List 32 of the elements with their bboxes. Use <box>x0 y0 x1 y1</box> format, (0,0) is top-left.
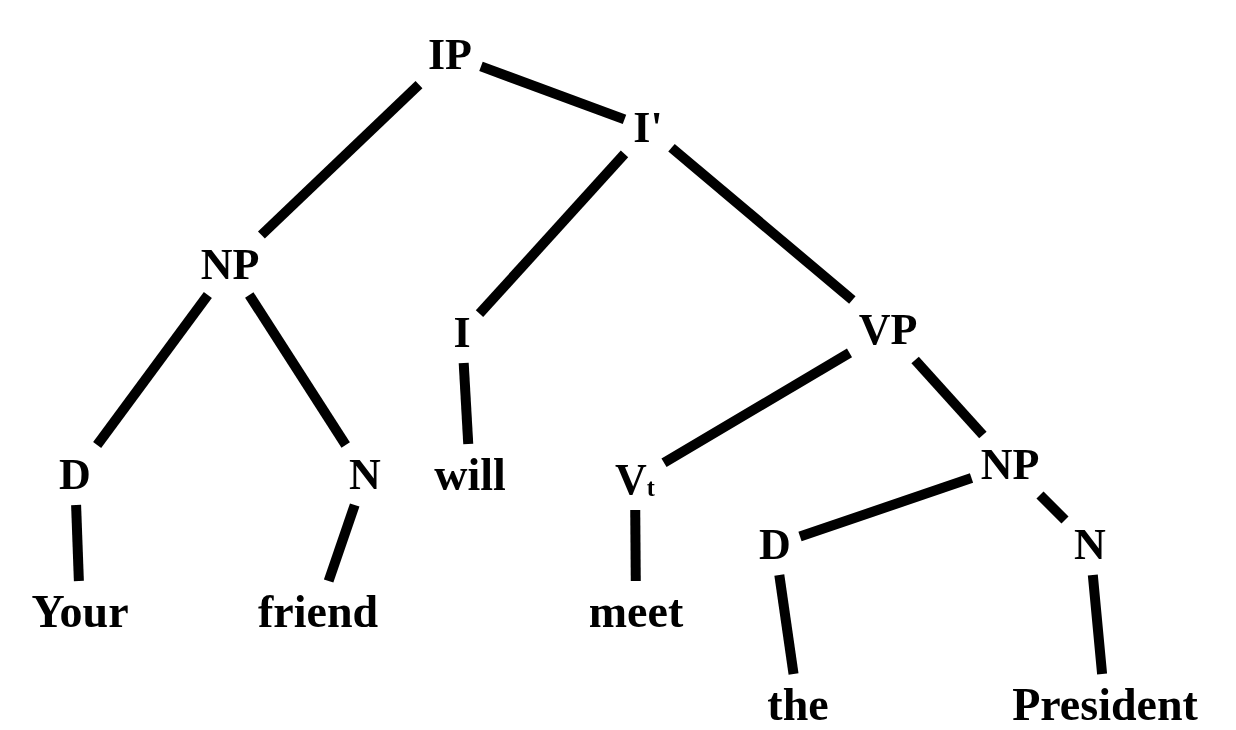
word-label: friend <box>254 587 382 637</box>
tree-branch-line <box>1036 491 1069 524</box>
category-label: I <box>450 309 474 357</box>
tree-branch-line <box>479 61 627 125</box>
tree-branch-line <box>1087 574 1108 675</box>
tree-branch-line <box>475 150 629 318</box>
tree-branch-line <box>798 473 974 542</box>
word-label: President <box>1009 680 1201 730</box>
category-label: D <box>56 451 94 499</box>
category-label: I' <box>630 104 666 152</box>
word-label: meet <box>585 587 687 637</box>
tree-branch-line <box>245 292 350 448</box>
word-label: the <box>764 680 832 730</box>
tree-branch-line <box>774 574 799 675</box>
tree-branch-line <box>458 362 474 445</box>
tree-branch-line <box>630 509 641 582</box>
tree-branch-line <box>911 356 987 439</box>
word-label: Your <box>28 587 132 637</box>
tree-branch-line <box>668 143 856 304</box>
category-label: NP <box>197 241 263 289</box>
category-label: D <box>756 521 794 569</box>
category-label: N <box>346 451 384 499</box>
tree-branch-line <box>661 348 853 468</box>
category-label: VP <box>855 306 921 354</box>
tree-branch-line <box>93 292 212 448</box>
word-label: will <box>431 450 509 500</box>
category-label: IP <box>425 31 475 79</box>
tree-branch-line <box>71 504 84 582</box>
category-label: NP <box>977 441 1043 489</box>
category-label: N <box>1071 521 1109 569</box>
tree-branch-line <box>257 80 423 239</box>
tree-branch-line <box>323 503 360 583</box>
